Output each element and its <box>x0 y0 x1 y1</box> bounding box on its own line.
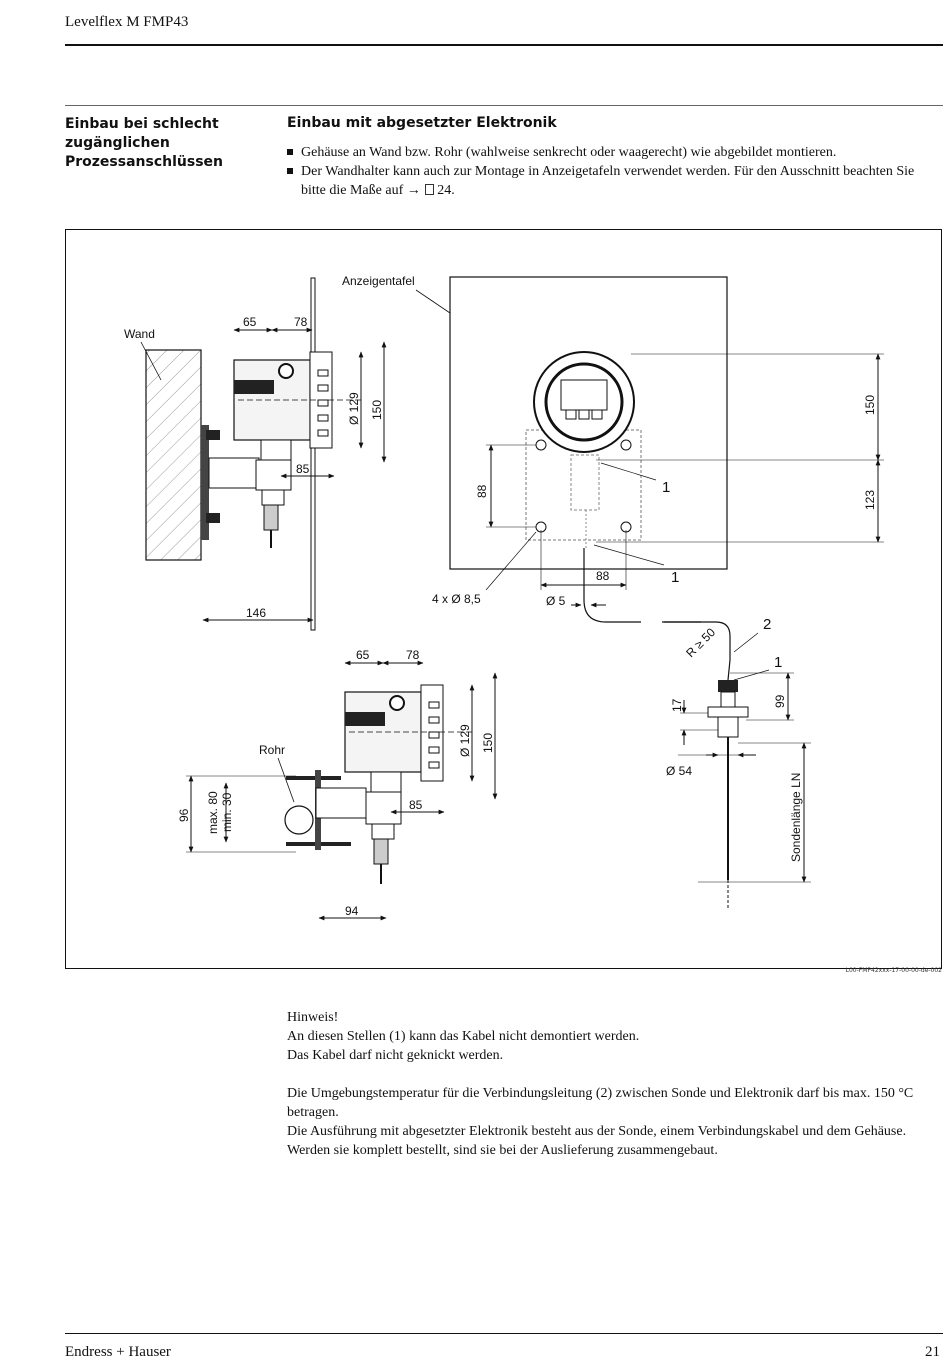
footer-rule <box>65 1333 943 1334</box>
panel-plate <box>310 277 316 631</box>
dim-max80: max. 80 <box>206 791 220 834</box>
dim-99: 99 <box>773 694 787 708</box>
note-line-2: Das Kabel darf nicht geknickt werden. <box>287 1048 504 1063</box>
bullet-item: Gehäuse an Wand bzw. Rohr (wahlweise sen… <box>287 143 942 162</box>
dim-65-pipe: 65 <box>356 648 370 662</box>
wall-bracket <box>201 425 209 540</box>
page-ref-link[interactable]: 24. <box>437 183 455 198</box>
bullet-list: Gehäuse an Wand bzw. Rohr (wahlweise sen… <box>287 143 942 200</box>
footer-brand: Endress + Hauser <box>65 1344 171 1360</box>
dim-96: 96 <box>177 808 191 822</box>
dim-17: 17 <box>670 698 684 712</box>
bullet-square-icon <box>287 149 293 155</box>
note-hinweis: Hinweis! <box>287 1010 339 1025</box>
pipe-mount-view: Rohr 65 78 Ø 129 150 85 96 <box>177 648 498 921</box>
connection-cable <box>664 621 731 681</box>
notes-section: Hinweis! An diesen Stellen (1) kann das … <box>287 1008 947 1160</box>
bullet-item: Der Wandhalter kann auch zur Montage in … <box>287 162 942 200</box>
dim-d129: Ø 129 <box>347 392 361 425</box>
dim-150-front: 150 <box>863 395 877 415</box>
installation-figure: Wand Anzeigentafel 65 78 Ø 129 <box>65 229 942 969</box>
dim-123: 123 <box>863 490 877 510</box>
label-d54: Ø 54 <box>666 764 692 778</box>
dim-78-pipe: 78 <box>406 648 420 662</box>
panel-front-view: 150 123 88 88 1 1 4 x Ø 8,5 Ø 5 <box>432 276 884 623</box>
dim-94: 94 <box>345 904 359 918</box>
dim-88-horizontal: 88 <box>596 569 610 583</box>
label-wand: Wand <box>124 327 155 341</box>
housing-side <box>233 359 311 441</box>
page-ref-icon <box>425 184 435 195</box>
dim-65: 65 <box>243 315 257 329</box>
main-heading: Einbau mit abgesetzter Elektronik <box>287 115 557 131</box>
dim-min30: min. 30 <box>220 792 234 832</box>
note-line-3: Die Umgebungstemperatur für die Verbindu… <box>287 1086 914 1120</box>
dim-78: 78 <box>294 315 308 329</box>
section-rule <box>65 105 943 106</box>
note-line-1: An diesen Stellen (1) kann das Kabel nic… <box>287 1029 640 1044</box>
label-d5: Ø 5 <box>546 594 566 608</box>
label-four-holes: 4 x Ø 8,5 <box>432 592 481 606</box>
callout-1-probe: 1 <box>774 654 782 671</box>
installation-drawing: Wand Anzeigentafel 65 78 Ø 129 <box>124 274 884 921</box>
header-title: Levelflex M FMP43 <box>65 14 189 30</box>
dim-150: 150 <box>370 400 384 420</box>
page-number: 21 <box>925 1344 940 1360</box>
wall-section <box>145 349 202 561</box>
bullet-square-icon <box>287 168 293 174</box>
note-line-4: Die Ausführung mit abgesetzter Elektroni… <box>287 1124 907 1158</box>
callout-2: 2 <box>763 616 771 633</box>
callout-1-panel: 1 <box>671 569 679 586</box>
dim-150-pipe: 150 <box>481 733 495 753</box>
display-window <box>560 379 608 411</box>
housing-side-pipe <box>344 691 422 773</box>
label-sondenlaenge: Sondenlänge LN <box>789 773 803 862</box>
figure-code: L00-FMP42xxx-17-00-00-de-002 <box>845 967 942 974</box>
label-anzeigentafel: Anzeigentafel <box>342 274 415 288</box>
pipe-section <box>284 805 314 835</box>
dim-146: 146 <box>246 606 266 620</box>
dim-85-pipe: 85 <box>409 798 423 812</box>
label-rohr: Rohr <box>259 743 285 757</box>
probe-view: R ≥ 50 2 1 17 99 Ø 54 Sondenlänge LN <box>664 616 811 908</box>
dim-88-vertical: 88 <box>475 484 489 498</box>
callout-1-top: 1 <box>662 479 670 496</box>
header-rule <box>65 44 943 46</box>
side-heading: Einbau bei schlecht zugänglichen Prozess… <box>65 116 223 170</box>
label-r50: R ≥ 50 <box>683 625 718 660</box>
wall-mount-view: Wand Anzeigentafel 65 78 Ø 129 <box>124 274 451 631</box>
dim-d129-pipe: Ø 129 <box>458 724 472 757</box>
dim-85: 85 <box>296 462 310 476</box>
